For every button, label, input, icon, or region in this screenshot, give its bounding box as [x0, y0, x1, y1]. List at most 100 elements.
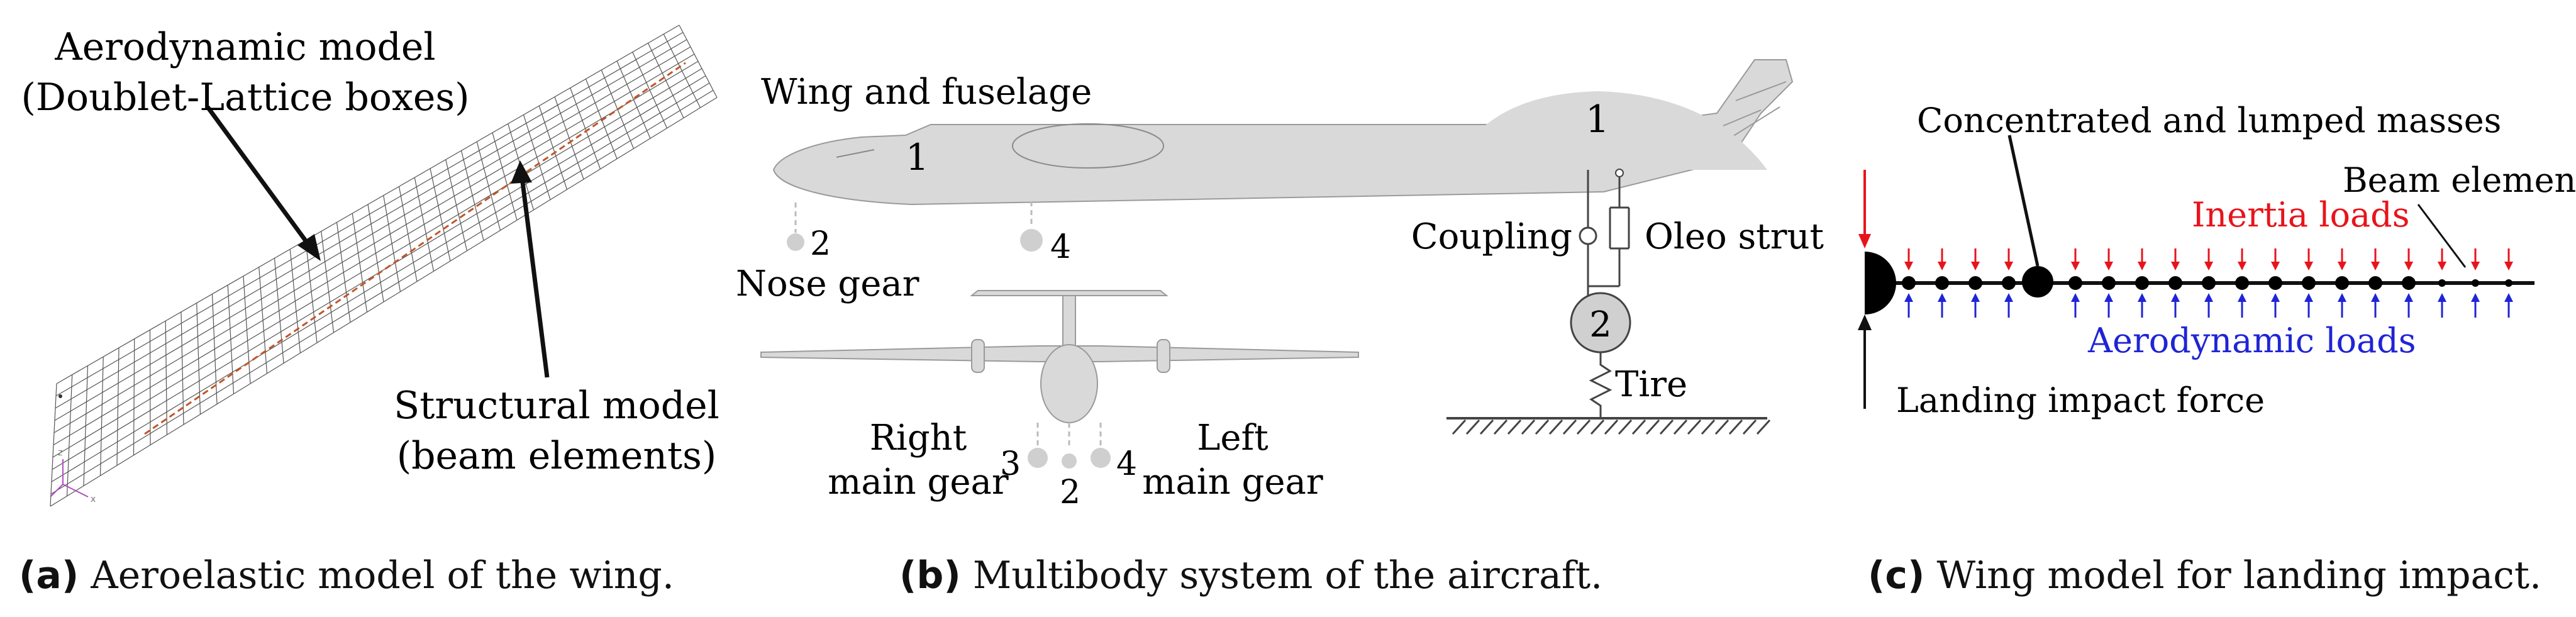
hatch-line — [1728, 419, 1743, 435]
masses-label: Concentrated and lumped masses — [1917, 101, 2501, 140]
caption-c: (c) Wing model for landing impact. — [1868, 553, 2541, 598]
inertia-arrowhead — [2171, 262, 2180, 270]
nose-gear-label: Nose gear — [736, 264, 919, 304]
hatch-line — [1714, 419, 1729, 435]
gear-num-3: 3 — [1000, 445, 1021, 483]
gear-num-2: 2 — [1060, 474, 1080, 511]
coupling-label: Coupling — [1411, 216, 1572, 257]
hatch-line — [1687, 419, 1702, 435]
struct-arrowhead — [511, 160, 532, 184]
inertia-arrowhead — [2271, 262, 2280, 270]
beam-node — [1902, 276, 1916, 290]
hatch-line — [1465, 419, 1480, 435]
panel-landing-impact: Concentrated and lumped masses Beam elem… — [1849, 0, 2576, 617]
gear-wheel-2 — [1062, 453, 1077, 469]
aero-arrowhead — [2138, 293, 2146, 302]
aero-label-line2: (Doublet-Lattice boxes) — [21, 75, 469, 120]
aero-arrowhead — [1904, 293, 1913, 302]
aero-arrowhead — [1938, 293, 1946, 302]
caption-a-prefix: (a) — [19, 553, 79, 598]
inertia-arrowhead — [2438, 262, 2446, 270]
hatch-line — [1521, 419, 1536, 435]
mesh-span-line — [53, 53, 695, 433]
hatch-line — [1659, 419, 1674, 435]
beam-axis — [144, 62, 686, 435]
beam-node — [2135, 276, 2149, 290]
aero-arrowhead — [2204, 293, 2213, 302]
root-mass — [1865, 252, 1896, 314]
beam-node — [2102, 276, 2116, 290]
mesh-span-line — [54, 46, 691, 421]
beam-node — [2202, 276, 2216, 290]
multibody-figure: Wing and fuselage 1 2 Nose gear 4 Right … — [736, 59, 1824, 511]
beam-node — [1968, 276, 1982, 290]
mesh-span-line — [55, 31, 684, 397]
left-gear-line1: Left — [1197, 418, 1269, 459]
oleo-strut-symbol — [1588, 177, 1630, 287]
beam-node — [2302, 276, 2316, 290]
aero-arrowhead — [2004, 293, 2013, 302]
beam-label: Beam elements — [2343, 160, 2576, 200]
aero-arrowhead — [1971, 293, 1980, 302]
beam-pointer-line — [2417, 204, 2467, 268]
mesh-span-line — [52, 68, 702, 458]
aero-arrowhead — [2071, 293, 2080, 302]
wheel-number: 2 — [1589, 304, 1612, 345]
aero-arrowhead — [2104, 293, 2113, 302]
inertia-arrowhead — [2338, 262, 2346, 270]
root-inertia-arrowhead — [1858, 234, 1871, 248]
engine-right — [1157, 339, 1170, 373]
ground-hatch — [1452, 419, 1771, 435]
fuselage-top-view — [1040, 344, 1098, 423]
inertia-arrowhead — [1971, 262, 1980, 270]
inertia-load-arrows — [1904, 248, 2513, 270]
beam-nodes — [1902, 276, 2512, 290]
hatch-line — [1645, 419, 1660, 435]
beam-node — [2335, 276, 2349, 290]
right-gear-line1: Right — [870, 418, 967, 459]
aero-arrowhead — [2404, 293, 2413, 302]
inertia-label: Inertia loads — [2192, 195, 2409, 235]
aero-arrowhead — [2438, 293, 2446, 302]
hatch-line — [1535, 419, 1550, 435]
mesh-span-line — [51, 82, 710, 482]
inertia-arrowhead — [1938, 262, 1946, 270]
gear-wheel-4 — [1091, 448, 1111, 468]
hatch-line — [1673, 419, 1688, 435]
beam-node — [2168, 276, 2182, 290]
hatch-line — [1701, 419, 1716, 435]
svg-text:z: z — [58, 448, 62, 458]
left-gear-line2: main gear — [1142, 462, 1323, 503]
struct-arrow — [519, 177, 550, 378]
gear-wheel-3 — [1028, 448, 1048, 468]
aero-arrowhead — [2271, 293, 2280, 302]
oleo-top-joint — [1615, 169, 1624, 177]
mass-pointer-line — [2007, 135, 2040, 267]
wing-mesh-figure: z x Aerodynamic model (Doublet-Lattice b… — [21, 25, 719, 507]
aero-arrowhead — [297, 234, 321, 261]
aero-arrowhead — [2171, 293, 2180, 302]
panel-aeroelastic-model: z x Aerodynamic model (Doublet-Lattice b… — [0, 0, 755, 617]
beam-node — [1935, 276, 1949, 290]
mesh-span-line — [50, 89, 714, 495]
beam-node — [2368, 276, 2382, 290]
gear-num-4: 4 — [1116, 445, 1137, 483]
struct-label-line2: (beam elements) — [397, 434, 717, 478]
struct-label-line1: Structural model — [394, 384, 719, 428]
hatch-line — [1562, 419, 1577, 435]
inertia-arrowhead — [2471, 262, 2480, 270]
mesh-span-line — [56, 25, 680, 384]
right-gear-line2: main gear — [828, 462, 1009, 503]
side-gear-number: 4 — [1050, 228, 1071, 266]
caption-c-prefix: (c) — [1868, 553, 1925, 598]
beam-node — [2505, 279, 2512, 287]
inertia-arrowhead — [2204, 262, 2213, 270]
tire-label: Tire — [1615, 364, 1687, 405]
hatch-line — [1493, 419, 1508, 435]
wing-root-outline — [1012, 123, 1164, 169]
aero-arrowhead — [2371, 293, 2380, 302]
nose-gear-number: 2 — [810, 225, 831, 263]
mesh-span-line — [50, 97, 718, 507]
impact-arrowhead — [1858, 314, 1872, 330]
body-detail-number: 1 — [1585, 97, 1609, 142]
